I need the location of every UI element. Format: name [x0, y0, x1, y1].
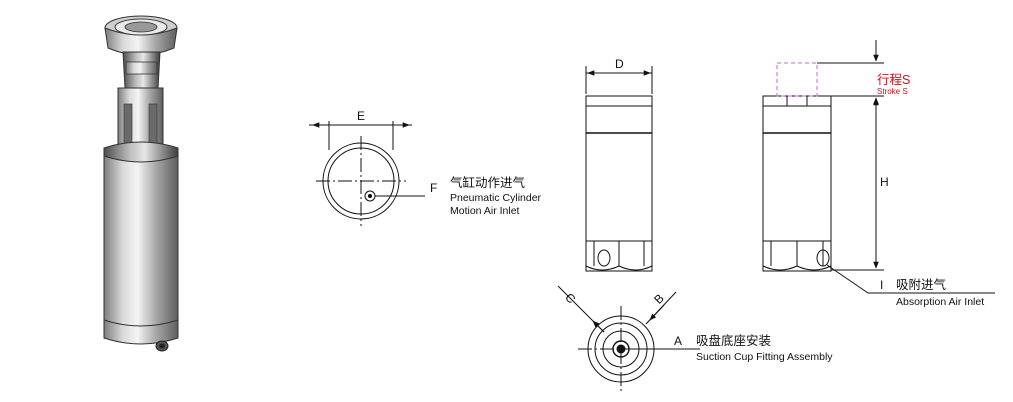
bottom-view-a [557, 285, 700, 392]
i-callout-cn: 吸附进气 [896, 277, 947, 292]
dim-d-label: D [615, 57, 624, 71]
top-view-e [309, 121, 425, 226]
front-view-d [585, 66, 653, 272]
stroke-callout-cn: 行程S [877, 72, 910, 87]
a-callout-cn: 吸盘底座安装 [696, 333, 771, 348]
i-callout-en: Absorption Air Inlet [896, 296, 984, 308]
cylinder-render [103, 15, 179, 352]
dim-a-label: A [674, 334, 682, 348]
side-view-h [762, 40, 995, 294]
dim-e-label: E [357, 109, 365, 123]
dim-i-label: I [880, 278, 883, 292]
a-callout-en: Suction Cup Fitting Assembly [696, 351, 833, 363]
dim-f-label: F [430, 181, 437, 195]
f-callout-en1: Pneumatic Cylinder [450, 192, 542, 204]
dim-h-label: H [880, 175, 889, 189]
f-callout-en2: Motion Air Inlet [450, 205, 520, 217]
stroke-callout-en: Stroke S [877, 87, 908, 96]
f-callout-cn: 气缸动作进气 [450, 175, 526, 190]
